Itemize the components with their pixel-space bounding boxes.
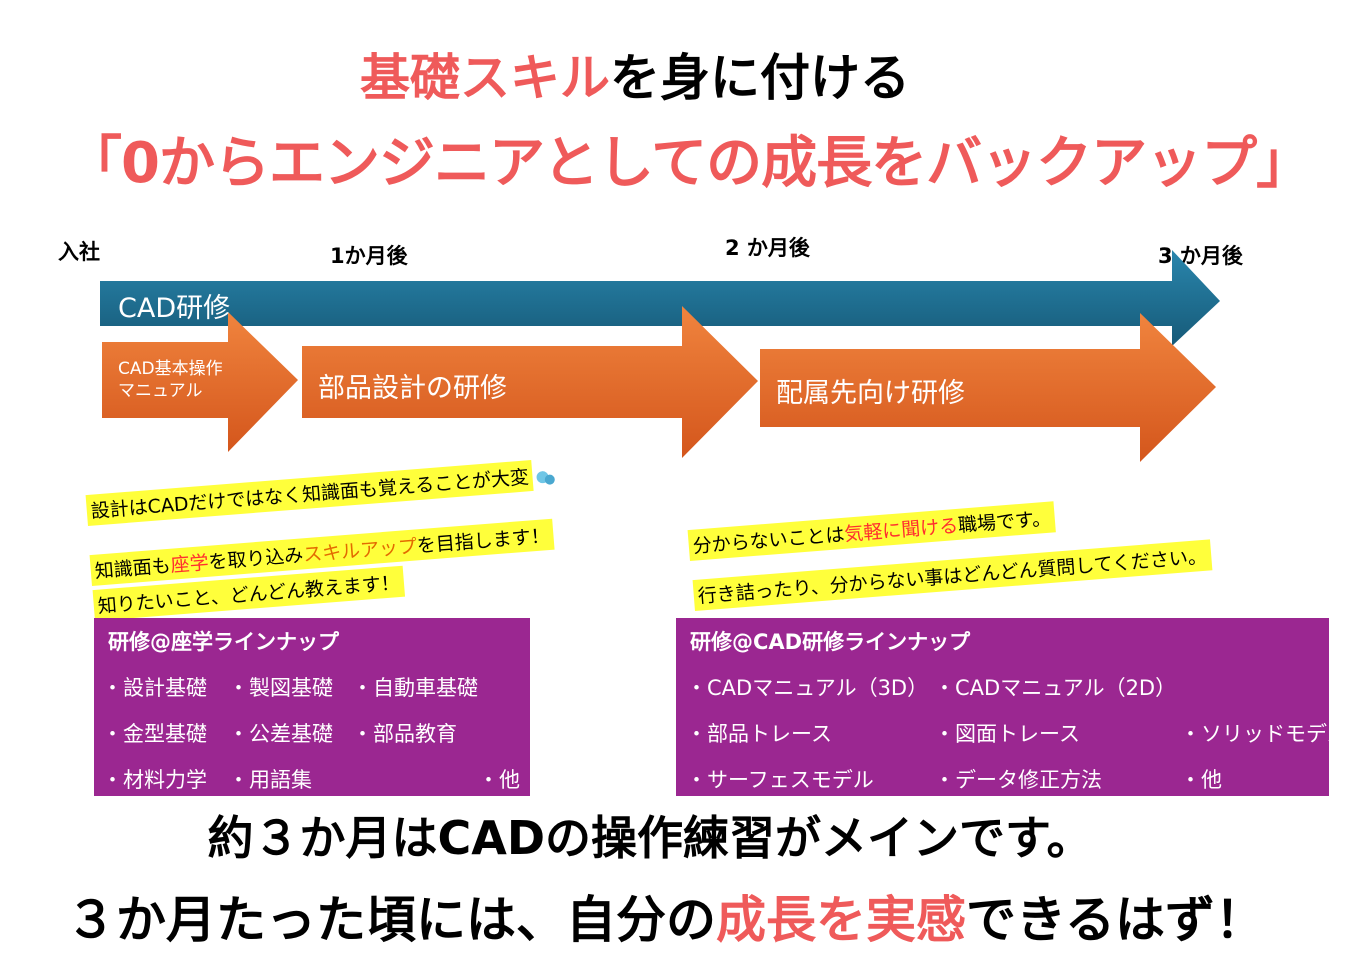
cad-lineup-title: 研修@CAD研修ラインナップ [690, 630, 971, 654]
classroom-lineup-title: 研修@座学ラインナップ [108, 630, 339, 654]
classroom-item: ・設計基礎 [102, 676, 207, 700]
step1-arrow [102, 312, 298, 452]
note-left-line2-d: スキルアップ [302, 535, 418, 567]
title-accent: 基礎スキル [360, 49, 610, 107]
step3-arrow [760, 313, 1216, 462]
cad-item: ・サーフェスモデル [686, 768, 874, 792]
classroom-item: ・公差基礎 [228, 722, 333, 746]
cad-item: ・他 [1180, 768, 1222, 792]
classroom-item: ・他 [478, 768, 520, 792]
note-right-line1-b: 気軽に聞ける [843, 514, 959, 546]
note-left-line2-a: 知識面も [94, 554, 172, 583]
cad-item: ・CADマニュアル（3D） [686, 676, 929, 700]
cad-item: ・図面トレース [934, 722, 1080, 746]
classroom-item: ・部品教育 [352, 722, 457, 746]
note-left-line2-c: を取り込み [207, 544, 305, 574]
classroom-item: ・自動車基礎 [352, 676, 478, 700]
note-right-line1-c: 職場です。 [957, 507, 1052, 537]
step3-label: 配属先向け研修 [776, 378, 965, 409]
title-rest: を身に付ける [610, 49, 910, 107]
closing-line2: ３か月たった頃には、自分の成長を実感できるはず！ [66, 880, 1265, 952]
milestone-start: 入社 [58, 240, 100, 264]
closing-line2-c: できるはず！ [966, 891, 1265, 949]
page-subtitle: 「0からエンジニアとしての成長をバックアップ」 [66, 131, 1312, 196]
cad-item: ・データ修正方法 [934, 768, 1102, 792]
step2-arrow [302, 306, 758, 458]
closing-line2-a: ３か月たった頃には、自分の [66, 891, 716, 949]
cad-item: ・部品トレース [686, 722, 832, 746]
closing-line2-accent: 成長を実感 [716, 891, 966, 949]
step1-label-line1: CAD基本操作 [118, 359, 223, 379]
sweat-icon [534, 468, 557, 488]
classroom-item: ・材料力学 [102, 768, 207, 792]
classroom-item: ・金型基礎 [102, 722, 207, 746]
closing-line1: 約３か月はCADの操作練習がメインです。 [207, 811, 1093, 865]
step1-label-line2: マニュアル [118, 381, 203, 401]
cad-training-arrow [100, 250, 1220, 346]
page-title: 基礎スキルを身に付ける [0, 38, 1270, 110]
classroom-lineup-panel: 研修@座学ラインナップ ・設計基礎 ・製図基礎 ・自動車基礎 ・金型基礎 ・公差… [94, 618, 530, 796]
note-left-1: 設計はCADだけではなく知識面も覚えることが大変 [85, 458, 558, 526]
cad-lineup-panel: 研修@CAD研修ラインナップ ・CADマニュアル（3D） ・CADマニュアル（2… [676, 618, 1348, 796]
note-left-line2-b: 座学 [169, 551, 210, 577]
cad-item: ・ソリッドモデル [1180, 722, 1348, 746]
classroom-item: ・製図基礎 [228, 676, 333, 700]
step2-label: 部品設計の研修 [318, 373, 507, 404]
step1-label: CAD基本操作 マニュアル [118, 358, 223, 402]
milestone-1-month: 1か月後 [330, 244, 408, 268]
milestone-2-months: 2 か月後 [725, 236, 810, 260]
cad-item: ・CADマニュアル（2D） [934, 676, 1177, 700]
cad-training-label: CAD研修 [118, 293, 231, 324]
classroom-item: ・用語集 [228, 768, 312, 792]
